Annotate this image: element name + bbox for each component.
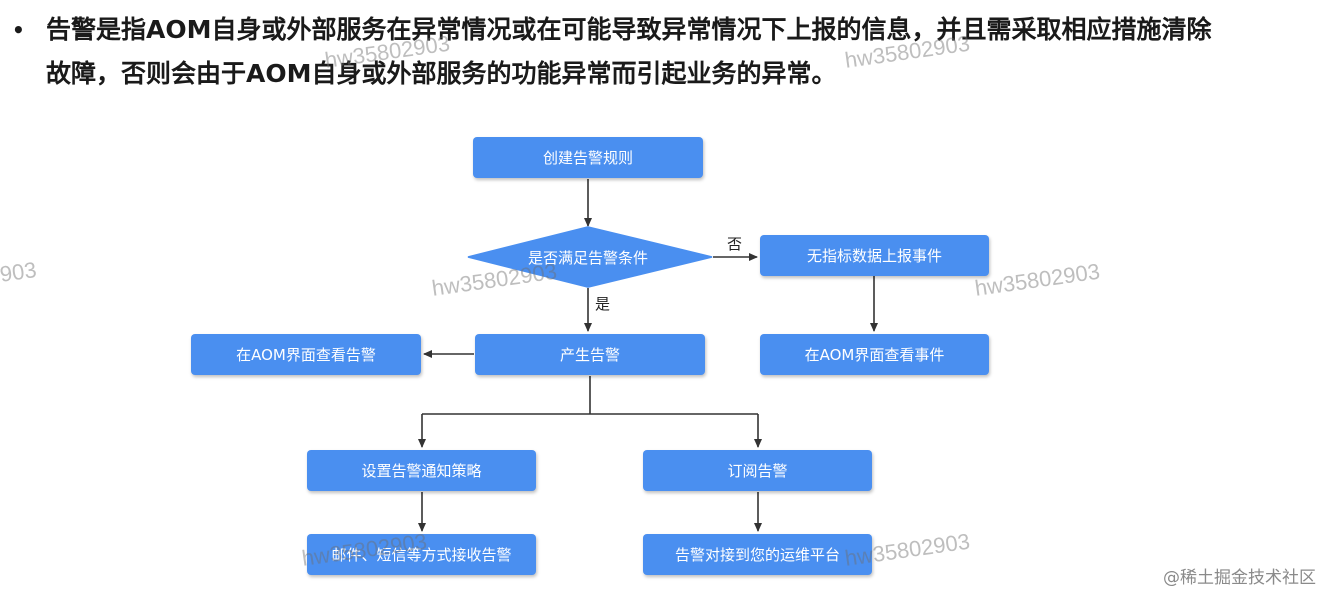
node-create-alarm-rule: 创建告警规则 [473,137,703,178]
node-no-metric-event: 无指标数据上报事件 [760,235,989,276]
node-notify-policy: 设置告警通知策略 [307,450,536,491]
paragraph-line-2: 故障，否则会由于AOM自身或外部服务的功能异常而引起业务的异常。 [46,59,837,88]
node-email-sms: 邮件、短信等方式接收告警 [307,534,536,575]
node-condition-label: 是否满足告警条件 [527,248,648,267]
intro-paragraph: • 告警是指AOM自身或外部服务在异常情况或在可能导致异常情况下上报的信息，并且… [12,8,1312,96]
node-ops-platform: 告警对接到您的运维平台 [643,534,872,575]
edge-label-yes: 是 [595,295,611,313]
node-generate-alarm: 产生告警 [475,334,705,375]
watermark-3-partial: 903 [0,257,39,287]
bullet: • [12,18,25,42]
edge-label-no: 否 [727,235,743,253]
node-subscribe-alarm: 订阅告警 [643,450,872,491]
condition-diamond [467,226,713,288]
paragraph-line-1: 告警是指AOM自身或外部服务在异常情况或在可能导致异常情况下上报的信息，并且需采… [46,15,1212,44]
node-view-alarm: 在AOM界面查看告警 [191,334,421,375]
node-view-event: 在AOM界面查看事件 [760,334,989,375]
site-credit: @稀土掘金技术社区 [1163,568,1316,588]
